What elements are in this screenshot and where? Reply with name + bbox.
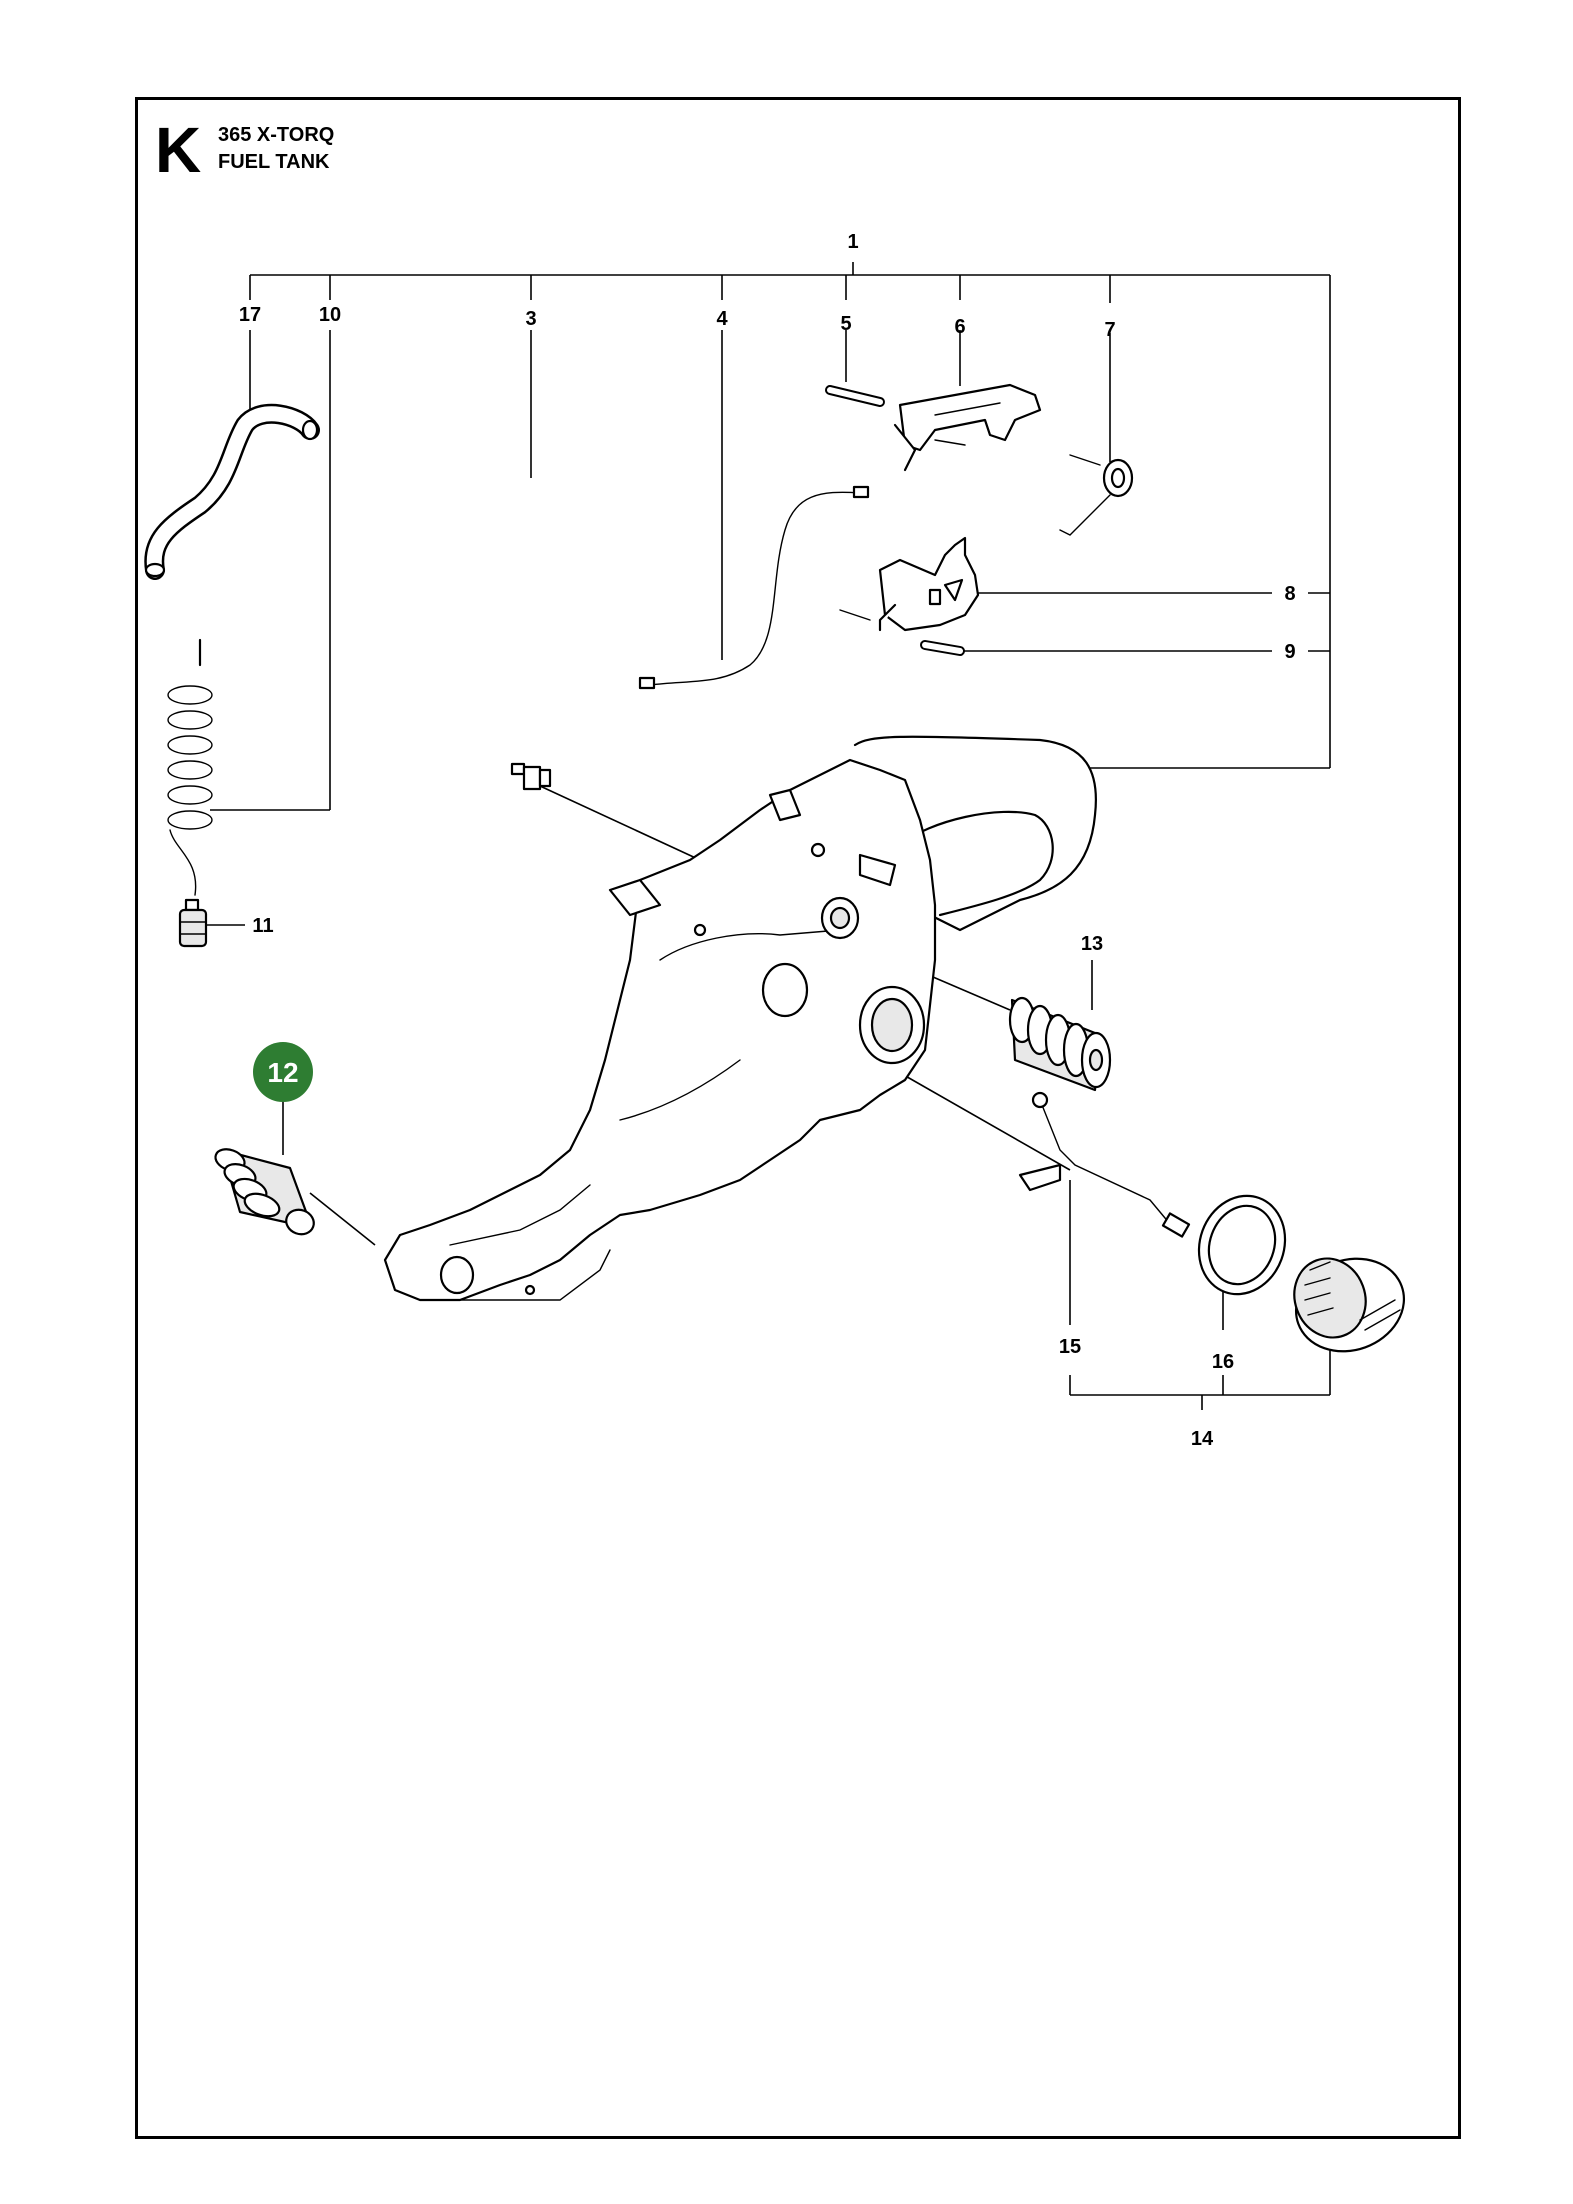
assembly-title: FUEL TANK <box>218 151 330 173</box>
model-title: 365 X-TORQ <box>218 124 335 146</box>
callout-14: 14 <box>1191 1428 1214 1450</box>
leader-lines <box>205 262 1331 1410</box>
part-5-pin <box>825 385 885 407</box>
callout-7: 7 <box>1104 319 1115 341</box>
part-16-o-ring <box>1197 1194 1287 1296</box>
part-9-pin <box>839 609 965 656</box>
section-letter: K <box>155 114 202 186</box>
part-7-spring <box>1059 454 1134 536</box>
part-15-retainer <box>1018 1091 1191 1238</box>
callout-15: 15 <box>1059 1336 1081 1358</box>
callout-11: 11 <box>252 915 273 937</box>
part-10-fuel-hose <box>167 638 213 896</box>
part-6-throttle-lockout <box>893 383 1042 472</box>
part-13-av-spring <box>1008 996 1112 1092</box>
callout-9: 9 <box>1284 641 1295 663</box>
callout-17: 17 <box>239 304 261 326</box>
callout-4: 4 <box>716 308 728 330</box>
callout-13: 13 <box>1081 933 1103 955</box>
callout-16: 16 <box>1212 1351 1234 1373</box>
callout-8: 8 <box>1284 583 1295 605</box>
callout-3: 3 <box>525 308 536 330</box>
callout-5: 5 <box>840 313 851 335</box>
fuel-tank-housing <box>383 735 1097 1302</box>
part-14-fuel-cap <box>1293 1257 1406 1353</box>
part-4-throttle-cable <box>638 485 870 690</box>
part-11-fuel-filter <box>178 898 208 948</box>
callout-10: 10 <box>319 304 341 326</box>
callout-12: 12 <box>267 1057 298 1088</box>
part-8-throttle-trigger <box>878 536 980 632</box>
callout-6: 6 <box>954 316 965 338</box>
callout-1: 1 <box>847 231 858 253</box>
part-3-nipple <box>510 762 552 791</box>
callout-12-badge <box>253 1042 313 1102</box>
part-17-hose <box>144 403 320 580</box>
part-12-av-spring <box>214 1148 315 1236</box>
diagram-frame <box>135 97 1461 2139</box>
